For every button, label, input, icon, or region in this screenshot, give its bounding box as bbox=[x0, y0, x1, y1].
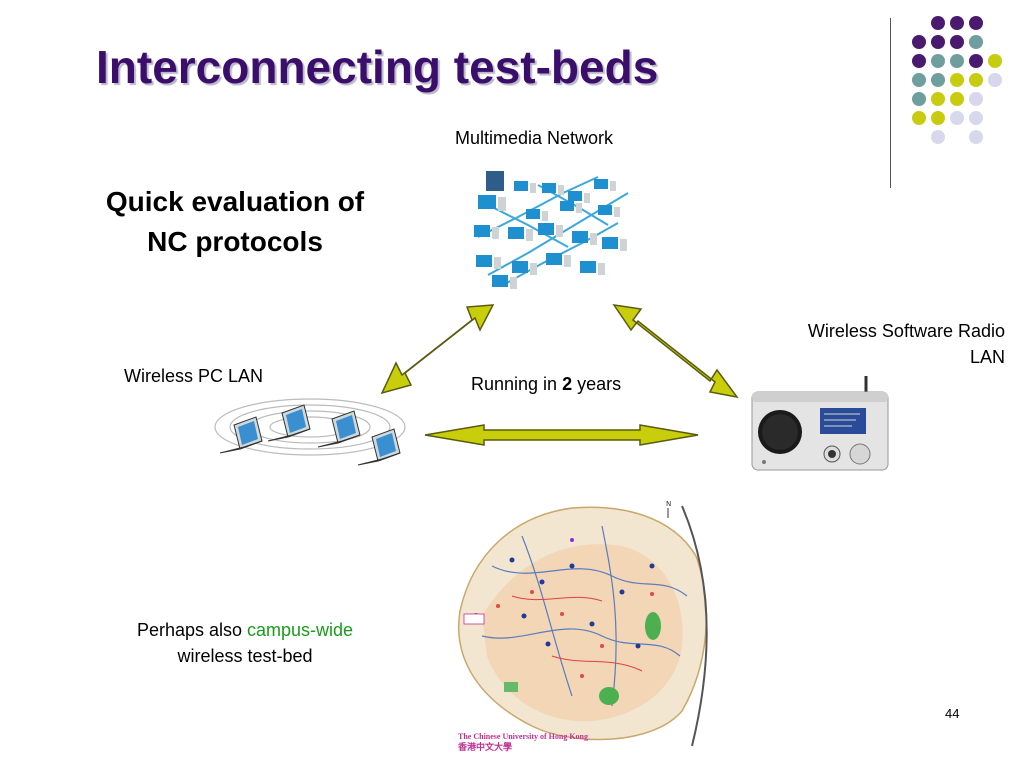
radio-icon bbox=[751, 376, 889, 471]
wireless-pc-lan-label: Wireless PC LAN bbox=[124, 366, 264, 386]
running-duration-label: Running in 2 years bbox=[471, 374, 621, 395]
decorative-dot bbox=[931, 130, 945, 144]
campus-wide-highlight: campus-wide bbox=[247, 620, 354, 640]
decorative-dot bbox=[931, 35, 945, 49]
laptop-icon bbox=[317, 410, 361, 448]
decorative-dot bbox=[931, 54, 945, 68]
running-prefix: Running in bbox=[471, 374, 563, 394]
section-heading: Quick evaluation of NC protocols bbox=[70, 182, 400, 262]
network-diagram-image bbox=[468, 165, 633, 293]
running-number: 2 bbox=[562, 374, 573, 394]
double-arrow-icon bbox=[424, 424, 699, 446]
wireless-software-radio-label: Wireless Software Radio LAN bbox=[730, 318, 1005, 370]
svg-text:N: N bbox=[666, 500, 671, 508]
laptop-icon bbox=[267, 404, 311, 442]
running-suffix: years bbox=[572, 374, 622, 394]
decorative-dot bbox=[931, 111, 945, 125]
slide-title: Interconnecting test-beds bbox=[96, 41, 659, 93]
multimedia-network-label: Multimedia Network bbox=[455, 128, 614, 148]
perhaps-line-1: Perhaps also campus-wide bbox=[95, 617, 395, 643]
decorative-dot bbox=[969, 54, 983, 68]
decorative-dot bbox=[931, 16, 945, 30]
heading-line-1: Quick evaluation of bbox=[105, 186, 365, 217]
perhaps-line-2: wireless test-bed bbox=[177, 646, 313, 666]
decorative-dot bbox=[988, 54, 1002, 68]
laptop-icon bbox=[357, 428, 401, 466]
decorative-dot bbox=[950, 54, 964, 68]
double-arrow-icon bbox=[612, 304, 739, 399]
perhaps-prefix: Perhaps also bbox=[136, 620, 248, 640]
wireless-laptops-image bbox=[214, 398, 406, 466]
decorative-dot bbox=[912, 92, 926, 106]
decorative-dot bbox=[969, 16, 983, 30]
decorative-dot bbox=[950, 111, 964, 125]
wsr-line-2: LAN bbox=[969, 347, 1005, 367]
campus-wide-note: Perhaps also campus-wide wireless test-b… bbox=[95, 617, 395, 669]
page-number: 44 bbox=[945, 706, 960, 721]
campus-map-image: N The Chinese University of Hong Kong 香港… bbox=[452, 496, 720, 754]
decorative-dot bbox=[931, 92, 945, 106]
decorative-dot bbox=[950, 73, 964, 87]
decorative-dot bbox=[969, 111, 983, 125]
decorative-dot bbox=[950, 92, 964, 106]
heading-line-2: NC protocols bbox=[147, 226, 323, 257]
map-caption-zh: 香港中文大學 bbox=[457, 741, 512, 753]
decorative-dot bbox=[912, 54, 926, 68]
decorative-dot bbox=[931, 73, 945, 87]
decorative-dot bbox=[988, 73, 1002, 87]
decorative-dot bbox=[969, 35, 983, 49]
decorative-dot bbox=[912, 35, 926, 49]
double-arrow-icon bbox=[380, 304, 495, 395]
decorative-dot bbox=[912, 111, 926, 125]
decorative-dot bbox=[969, 73, 983, 87]
decorative-dot bbox=[969, 130, 983, 144]
decorative-dot bbox=[950, 35, 964, 49]
divider-line bbox=[890, 18, 891, 188]
wsr-line-1: Wireless Software Radio bbox=[807, 321, 1005, 341]
map-caption-en: The Chinese University of Hong Kong bbox=[458, 732, 588, 741]
decorative-dot bbox=[912, 73, 926, 87]
laptop-icon bbox=[219, 416, 263, 454]
decorative-dot bbox=[950, 16, 964, 30]
decorative-dot bbox=[969, 92, 983, 106]
